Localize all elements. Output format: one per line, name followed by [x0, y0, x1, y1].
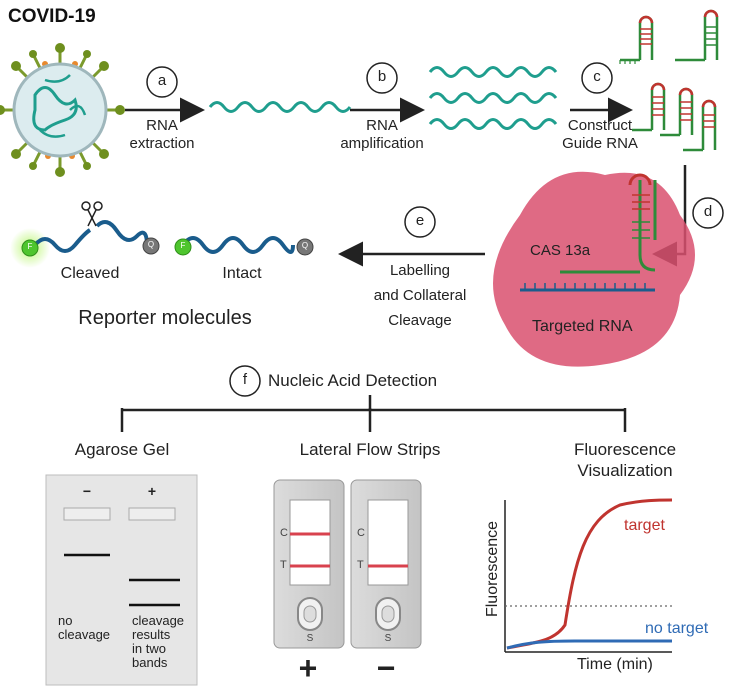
step-b-label-2: amplification	[340, 135, 424, 152]
step-b-circle	[366, 62, 398, 94]
step-c-label-1: Construct	[567, 117, 633, 134]
lateral-flow-strip-negative	[350, 479, 422, 649]
reporter-title: Reporter molecules	[78, 307, 252, 329]
strip-neg-c-label: C	[357, 527, 365, 539]
step-e-letter: e	[415, 212, 425, 229]
rna-amplified-strands	[428, 66, 558, 130]
strip-neg-s-label: S	[384, 633, 392, 644]
step-e-label-1: Labelling	[389, 262, 451, 279]
step-d-circle	[692, 197, 724, 229]
diagram-title: COVID-19	[8, 6, 96, 27]
reporter-f-mark-1: F	[27, 242, 33, 251]
reporter-q-mark-2: Q	[301, 241, 309, 250]
fluor-title-2: Visualization	[577, 461, 673, 480]
lateral-flow-strip-positive	[273, 479, 345, 649]
gel-right-caption-3: in two	[132, 641, 166, 656]
reporter-f-mark-2: F	[180, 241, 186, 250]
gel-right-caption-4: bands	[132, 655, 168, 670]
detection-bracket	[120, 395, 627, 432]
cas13a-protein	[493, 171, 695, 367]
reporter-intact-icon	[174, 236, 314, 256]
strip-pos-t-label: T	[280, 559, 287, 571]
covid-virus-icon	[0, 43, 125, 177]
step-b-label-1: RNA	[366, 117, 398, 134]
targeted-rna-label: Targeted RNA	[532, 318, 633, 335]
strips-title: Lateral Flow Strips	[299, 440, 441, 459]
gel-minus-label: −	[82, 483, 92, 499]
fluor-title-1: Fluorescence	[573, 440, 677, 459]
gel-left-caption-1: no	[58, 613, 73, 628]
step-e-label-2: and Collateral	[373, 287, 467, 304]
step-c-letter: c	[593, 68, 601, 85]
step-c-circle	[581, 62, 613, 94]
step-a-label-1: RNA	[146, 117, 178, 134]
gel-left-caption-2: cleavage	[58, 627, 111, 642]
fluor-ylabel: Fluorescence	[484, 520, 501, 618]
strip-neg-t-label: T	[357, 559, 364, 571]
cas13a-label: CAS 13a	[530, 242, 591, 259]
fluor-no-target-label: no target	[645, 620, 709, 637]
strip-pos-c-label: C	[280, 527, 288, 539]
gel-plus-label: +	[147, 483, 157, 499]
fluor-target-label: target	[624, 517, 665, 534]
strip-pos-s-label: S	[306, 633, 314, 644]
reporter-q-mark-1: Q	[147, 240, 155, 249]
fluor-xlabel: Time (min)	[577, 656, 653, 673]
step-e-label-3: Cleavage	[388, 312, 452, 329]
reporter-cleaved-label: Cleaved	[60, 265, 120, 282]
gel-right-caption-1: cleavage	[132, 613, 185, 628]
step-f-circle	[229, 365, 261, 397]
target-curve	[506, 498, 673, 650]
reporter-intact-label: Intact	[222, 265, 262, 282]
step-d-letter: d	[703, 203, 713, 220]
gel-title: Agarose Gel	[74, 440, 170, 459]
gel-right-caption-2: results	[132, 627, 171, 642]
guide-rna-icons	[619, 9, 719, 152]
step-e-circle	[404, 206, 436, 238]
reporter-cleaved-icon	[10, 201, 160, 268]
step-f-letter: f	[242, 371, 248, 388]
step-a-label-2: extraction	[129, 135, 195, 152]
step-a-letter: a	[157, 72, 167, 89]
strip-positive-sign: +	[298, 650, 318, 686]
detection-title: Nucleic Acid Detection	[268, 371, 438, 390]
no-target-curve	[506, 639, 672, 650]
fluorescence-plot	[504, 498, 673, 653]
step-c-label-2: Guide RNA	[562, 135, 638, 152]
step-a-circle	[146, 66, 178, 98]
rna-single-strand	[208, 101, 352, 113]
step-b-letter: b	[377, 68, 387, 85]
strip-negative-sign: −	[376, 650, 396, 686]
agarose-gel	[45, 474, 198, 686]
